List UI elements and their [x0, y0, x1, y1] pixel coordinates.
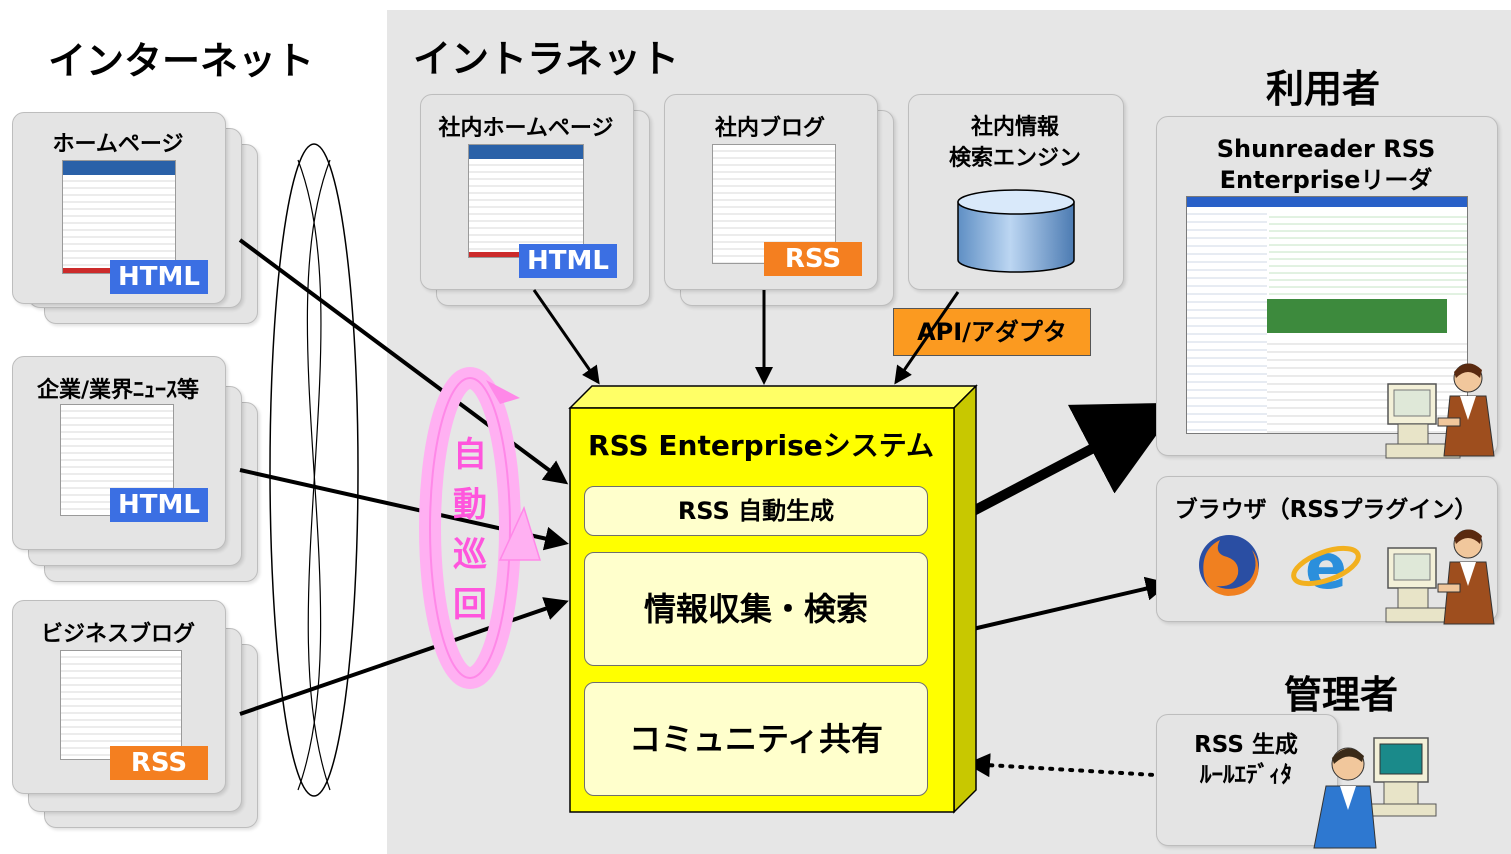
firefox-icon	[1199, 535, 1259, 596]
reader-title: Shunreader RSS Enterpriseリーダ	[1216, 135, 1436, 194]
user-at-computer-icon	[1385, 363, 1495, 459]
webpage-thumbnail	[60, 650, 182, 760]
format-tag: RSS	[110, 746, 208, 780]
module-community-share: コミュニティ共有	[584, 682, 928, 796]
format-tag: HTML	[519, 244, 617, 278]
arrow-system-to-browser	[959, 576, 1170, 634]
system-title: RSS Enterpriseシステム	[588, 429, 934, 462]
module-collect-search: 情報収集・検索	[584, 552, 928, 666]
admin-person-icon	[1313, 737, 1437, 849]
admin-heading: 管理者	[1284, 673, 1399, 717]
network-cross-line	[297, 159, 331, 791]
intranet-heading: イントラネット	[413, 37, 680, 81]
admin-tool-card	[1156, 714, 1338, 846]
source-title: 企業/業界ﾆｭｰｽ等	[36, 378, 200, 403]
format-tag: RSS	[764, 242, 862, 276]
api-adapter-label: API/アダプタ	[893, 308, 1091, 356]
users-heading: 利用者	[1266, 67, 1381, 111]
source-title: ビジネスブログ	[40, 622, 195, 647]
arrow-search-engine-to-system	[894, 291, 960, 385]
source-title: ホームページ	[52, 132, 184, 157]
arrow-admin-to-system	[966, 753, 1174, 778]
arrow-system-to-reader	[957, 402, 1180, 523]
crawl-label: 自動巡回	[453, 435, 487, 625]
module-rss-autogen: RSS 自動生成	[584, 486, 928, 536]
arrow-blog-to-system	[239, 597, 569, 716]
arrow-intranet-homepage-to-system	[532, 289, 600, 385]
source-title: 社内ブログ	[714, 116, 825, 141]
database-icon	[957, 189, 1075, 273]
network-ellipse	[269, 143, 359, 797]
crawl-loop-icon	[419, 367, 542, 689]
user-at-computer-icon	[1385, 529, 1495, 625]
source-title: 社内ホームページ	[438, 116, 614, 141]
internet-heading: インターネット	[48, 39, 315, 83]
svg-text:e: e	[1305, 530, 1347, 600]
internet-explorer-icon: e	[1291, 530, 1361, 600]
webpage-thumbnail	[468, 144, 584, 258]
format-tag: HTML	[110, 260, 208, 294]
source-title: 社内情報 検索エンジン	[948, 115, 1081, 171]
arrow-homepage-to-system	[238, 238, 569, 485]
format-tag: HTML	[110, 488, 208, 522]
network-cross-line	[297, 159, 331, 791]
browser-title: ブラウザ（RSSプラグイン）	[1174, 497, 1478, 523]
admin-tool-title: RSS 生成 ﾙｰﾙｴﾃﾞｨﾀ	[1194, 732, 1298, 788]
